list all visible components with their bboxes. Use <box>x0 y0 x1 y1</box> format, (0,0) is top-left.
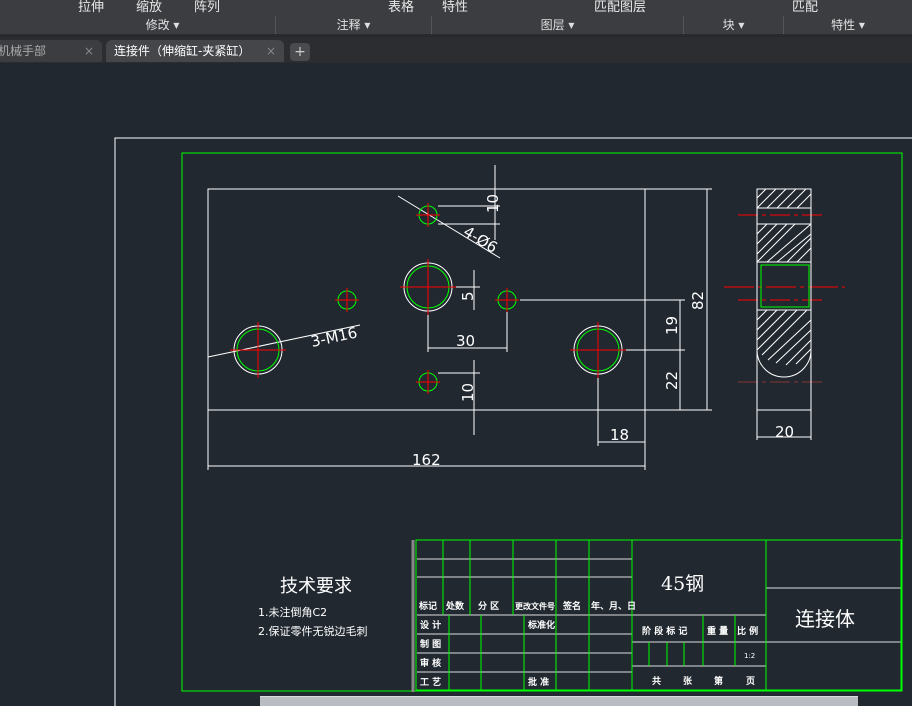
title-block <box>411 539 902 692</box>
row-design: 设 计 <box>420 619 441 631</box>
part-name: 连接体 <box>795 607 855 631</box>
new-tab-button[interactable]: + <box>290 43 310 61</box>
drawing-frame <box>181 152 903 692</box>
dim-19: 19 <box>663 316 681 335</box>
material: 45钢 <box>661 573 704 595</box>
dim-22: 22 <box>663 371 681 390</box>
center-lines <box>230 203 845 394</box>
scale-value: 1:2 <box>744 652 755 660</box>
dim-5: 5 <box>459 291 477 301</box>
standardization: 标准化 <box>527 619 555 631</box>
panel-modify[interactable]: 修改 ▾ <box>50 16 276 34</box>
panel-annotation[interactable]: 注释 ▾ <box>276 16 432 34</box>
weight-label: 重 量 <box>707 625 728 637</box>
front-view <box>207 165 712 470</box>
document-tabs: 机械手部 × 连接件（伸缩缸-夹紧缸） × + <box>0 37 912 63</box>
table-tool[interactable]: 表格 <box>388 0 415 15</box>
approval: 批 准 <box>528 676 549 688</box>
tab-label: 连接件（伸缩缸-夹紧缸） <box>114 44 251 58</box>
panel-properties[interactable]: 特性 ▾ <box>831 18 865 32</box>
stretch-tool[interactable]: 拉伸 <box>78 0 105 15</box>
row-process: 工 艺 <box>420 676 441 688</box>
dim-3-m16: 3-M16 <box>309 324 359 351</box>
dim-18: 18 <box>610 426 629 444</box>
scale-tool[interactable]: 缩放 <box>136 0 163 15</box>
dim-10-bottom: 10 <box>459 383 477 402</box>
sheet-total: 共 <box>652 675 661 687</box>
paper-border <box>114 137 912 706</box>
hdr-date: 年、月、日 <box>591 600 636 612</box>
command-line[interactable] <box>260 696 858 706</box>
sheet-no: 第 <box>714 675 723 687</box>
sheet-unit: 张 <box>683 675 693 687</box>
stage-mark: 阶 段 标 记 <box>642 625 687 637</box>
hdr-sign: 签名 <box>562 600 581 612</box>
tech-req-title: 技术要求 <box>280 576 352 597</box>
dim-82: 82 <box>689 291 707 310</box>
hdr-count: 处数 <box>445 600 465 612</box>
close-icon[interactable]: × <box>265 44 276 58</box>
match-tool[interactable]: 匹配 <box>792 0 819 15</box>
ribbon: 拉伸 缩放 阵列 表格 特性 匹配图层 匹配 修改 ▾ 注释 ▾ 图层 ▾ 块 … <box>0 0 912 36</box>
close-icon[interactable]: × <box>83 44 94 58</box>
tab-label: 机械手部 <box>0 44 47 58</box>
hdr-zone: 分 区 <box>478 600 499 612</box>
tech-req-2: 2.保证零件无锐边毛刺 <box>258 624 368 638</box>
properties-tool[interactable]: 特性 <box>442 0 469 15</box>
match-layer-tool[interactable]: 匹配图层 <box>594 0 647 15</box>
dim-20: 20 <box>775 423 794 441</box>
hdr-mark: 标记 <box>418 600 437 612</box>
side-bore <box>760 264 810 308</box>
panel-block[interactable]: 块 ▾ <box>684 16 784 34</box>
side-view <box>756 188 812 440</box>
array-tool[interactable]: 阵列 <box>194 0 221 15</box>
tab-mechanical-hand[interactable]: 机械手部 × <box>0 40 102 62</box>
dim-162: 162 <box>412 451 441 469</box>
row-review: 审 核 <box>420 657 441 669</box>
tab-connector[interactable]: 连接件（伸缩缸-夹紧缸） × <box>106 40 284 62</box>
hdr-change-doc: 更改文件号 <box>515 601 555 611</box>
dim-10-top: 10 <box>484 194 502 213</box>
tech-req-1: 1.未注倒角C2 <box>258 605 327 619</box>
scale-label: 比 例 <box>737 625 758 637</box>
row-draw: 制 图 <box>420 638 441 650</box>
panel-layers[interactable]: 图层 ▾ <box>432 16 684 34</box>
sheet-page: 页 <box>746 676 755 687</box>
dim-30: 30 <box>456 332 475 350</box>
